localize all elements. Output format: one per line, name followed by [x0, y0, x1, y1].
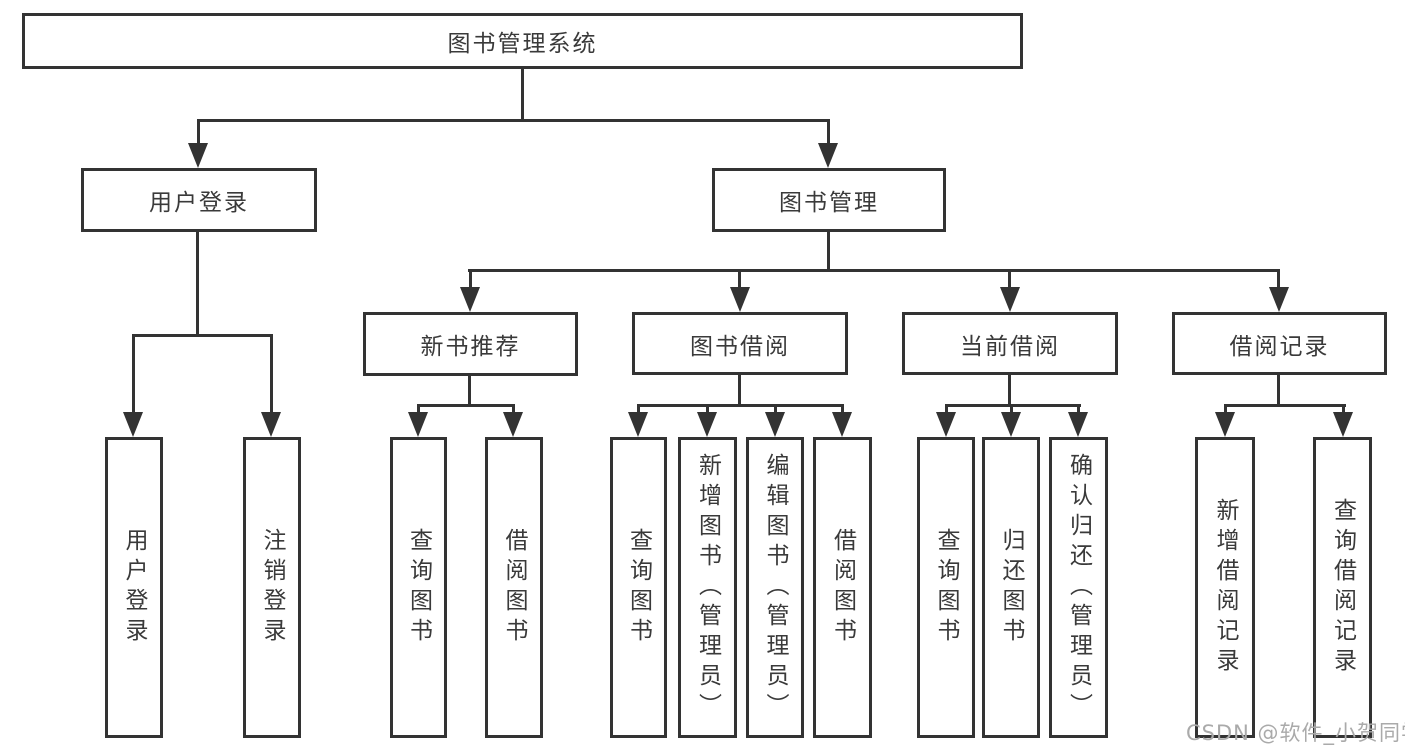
leaf-newbook-borrow-books: 借阅图书	[485, 437, 543, 738]
leaf-current-query-books: 查询图书	[917, 437, 975, 738]
edge-drop-bb-borrow	[841, 404, 844, 414]
leaf-user-login: 用户登录	[105, 437, 163, 738]
edge-drop-cb-return	[1010, 404, 1013, 414]
node-label: 图书借阅	[690, 333, 790, 360]
node-label: 图书管理	[779, 190, 879, 216]
edge-drop-nb-borrow	[512, 404, 515, 414]
edge-book-borrow-stem	[738, 375, 741, 406]
leaf-logout: 注销登录	[243, 437, 301, 738]
node-label: 借阅图书	[829, 527, 856, 648]
leaf-current-confirm-return-admin: 确认归还（管理员）	[1049, 437, 1108, 738]
leaf-borrowing-edit-books-admin: 编辑图书（管理员）	[746, 437, 804, 738]
edge-book-mgmt-drop	[827, 119, 830, 145]
node-label: 查询图书	[625, 527, 652, 648]
edge-current-borrow-stem	[1008, 375, 1011, 406]
csdn-watermark: CSDN @软件_小贺同学	[1186, 721, 1405, 745]
edge-drop-borrow-record	[1277, 269, 1280, 289]
edge-new-book-bar	[417, 404, 515, 407]
node-borrowing-records: 借阅记录	[1172, 312, 1387, 375]
node-label: 新增图书（管理员）	[694, 452, 721, 723]
arrow-to-leaf-user-login	[123, 412, 143, 437]
node-root-library-management-system: 图书管理系统	[22, 13, 1023, 69]
node-current-borrowing: 当前借阅	[902, 312, 1118, 375]
arrow-to-cb-query	[936, 412, 956, 437]
leaf-borrowing-add-books-admin: 新增图书（管理员）	[678, 437, 737, 738]
arrow-to-bb-query	[628, 412, 648, 437]
node-label: 新增借阅记录	[1212, 497, 1238, 678]
arrow-to-book-borrow	[730, 287, 750, 312]
node-book-borrowing: 图书借阅	[632, 312, 848, 375]
arrow-to-bb-add	[697, 412, 717, 437]
edge-user-login-bar	[132, 334, 273, 337]
leaf-record-add-borrow-record: 新增借阅记录	[1195, 437, 1255, 738]
leaf-newbook-query-books: 查询图书	[390, 437, 447, 738]
edge-current-borrow-bar	[945, 404, 1081, 407]
node-label: 查询图书	[933, 527, 959, 648]
edge-drop-bb-query	[637, 404, 640, 414]
edge-drop-leaf-user-login	[132, 334, 135, 414]
node-label: 归还图书	[998, 527, 1024, 648]
arrow-to-br-query	[1333, 412, 1353, 437]
node-label: 用户登录	[149, 190, 249, 216]
node-label: 用户登录	[121, 527, 147, 648]
arrow-to-borrow-record	[1269, 287, 1289, 312]
arrow-to-new-book	[460, 287, 480, 312]
node-label: 注销登录	[259, 527, 285, 648]
edge-level3-bar	[468, 269, 1280, 272]
edge-drop-cb-query	[945, 404, 948, 414]
node-label: 编辑图书（管理员）	[762, 452, 788, 723]
edge-drop-book-borrow	[738, 269, 741, 289]
node-label: 借阅记录	[1229, 333, 1330, 360]
arrow-to-current-borrow	[1000, 287, 1020, 312]
edge-drop-nb-query	[417, 404, 420, 414]
node-user-login: 用户登录	[81, 168, 317, 232]
edge-drop-br-query	[1342, 404, 1345, 414]
edge-book-borrow-bar	[637, 404, 844, 407]
edge-book-mgmt-stem	[827, 232, 830, 272]
edge-user-login-drop	[197, 119, 200, 145]
node-label: 当前借阅	[960, 333, 1060, 360]
leaf-record-query-borrow-record: 查询借阅记录	[1313, 437, 1372, 738]
arrow-to-nb-borrow	[503, 412, 523, 437]
arrow-to-bb-edit	[765, 412, 785, 437]
arrow-to-leaf-logout	[261, 412, 281, 437]
arrow-to-book-mgmt	[818, 143, 838, 168]
node-label: 新书推荐	[420, 334, 521, 360]
edge-drop-br-add	[1224, 404, 1227, 414]
edge-user-login-stem	[196, 232, 199, 337]
arrow-to-nb-query	[408, 412, 428, 437]
leaf-borrowing-borrow-books: 借阅图书	[813, 437, 872, 738]
leaf-borrowing-query-books: 查询图书	[610, 437, 667, 738]
edge-drop-new-book	[469, 269, 472, 289]
node-new-book-recommend: 新书推荐	[363, 312, 578, 376]
leaf-current-return-books: 归还图书	[982, 437, 1040, 738]
edge-drop-bb-add	[706, 404, 709, 414]
edge-drop-leaf-logout	[270, 334, 273, 414]
edge-drop-current-borrow	[1008, 269, 1011, 289]
arrow-to-user-login	[188, 143, 208, 168]
node-book-management: 图书管理	[712, 168, 946, 232]
edge-borrow-record-bar	[1224, 404, 1346, 407]
node-label: 查询图书	[405, 527, 432, 648]
edge-level2-bar	[197, 119, 830, 122]
node-label: 图书管理系统	[447, 31, 598, 57]
edge-drop-cb-confirm	[1077, 404, 1080, 414]
edge-drop-bb-edit	[774, 404, 777, 414]
arrow-to-cb-confirm	[1068, 412, 1088, 437]
edge-borrow-record-stem	[1277, 375, 1280, 406]
node-label: 确认归还（管理员）	[1065, 452, 1092, 723]
edge-new-book-stem	[468, 376, 471, 406]
node-label: 查询借阅记录	[1329, 497, 1356, 678]
arrow-to-bb-borrow	[832, 412, 852, 437]
arrow-to-cb-return	[1001, 412, 1021, 437]
edge-root-stem	[521, 69, 524, 119]
node-label: 借阅图书	[501, 527, 527, 648]
arrow-to-br-add	[1215, 412, 1235, 437]
